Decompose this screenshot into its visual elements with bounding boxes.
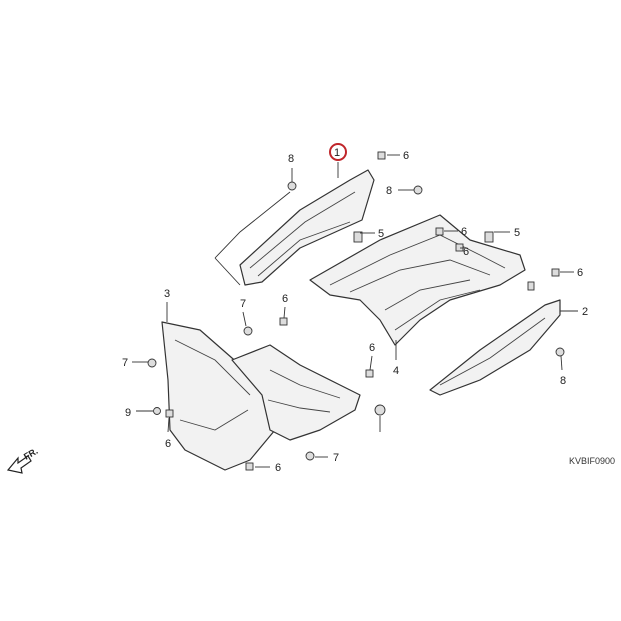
callout-6[interactable]: 6 [275,462,281,474]
part-3-lower-cover[interactable] [161,321,361,471]
diagram-code: KVBIF0900 [569,456,615,466]
front-direction-marker: FR. [6,446,40,474]
fasteners [147,151,565,471]
part-2-under-cover[interactable] [429,299,561,396]
callout-2[interactable]: 2 [582,306,588,318]
leader-lines [132,154,578,468]
callout-7[interactable]: 7 [122,357,128,369]
callout-9[interactable]: 9 [125,407,131,419]
callout-labels: 1 8 6 8 5 6 5 6 6 2 3 7 6 7 6 4 8 9 6 7 … [122,143,588,474]
callout-6[interactable]: 6 [403,150,409,162]
callout-4[interactable]: 4 [393,365,399,377]
front-label: FR. [22,446,40,462]
callout-7[interactable]: 7 [333,452,339,464]
callout-1[interactable]: 1 [334,147,340,159]
callout-6[interactable]: 6 [461,226,467,238]
callout-8[interactable]: 8 [560,375,566,387]
callout-6[interactable]: 6 [165,438,171,450]
callout-5[interactable]: 5 [514,227,520,239]
callout-6[interactable]: 6 [282,293,288,305]
part-1-cover[interactable] [214,169,375,286]
callout-8[interactable]: 8 [386,185,392,197]
front-arrow-icon [6,455,32,474]
callout-6[interactable]: 6 [463,246,469,258]
callout-3[interactable]: 3 [164,288,170,300]
callout-6[interactable]: 6 [577,267,583,279]
callout-7[interactable]: 7 [240,298,246,310]
callout-5[interactable]: 5 [378,228,384,240]
callout-6[interactable]: 6 [369,342,375,354]
callout-8[interactable]: 8 [288,153,294,165]
highlight-circle [329,143,347,161]
part-4-floor-panel[interactable] [309,214,526,346]
